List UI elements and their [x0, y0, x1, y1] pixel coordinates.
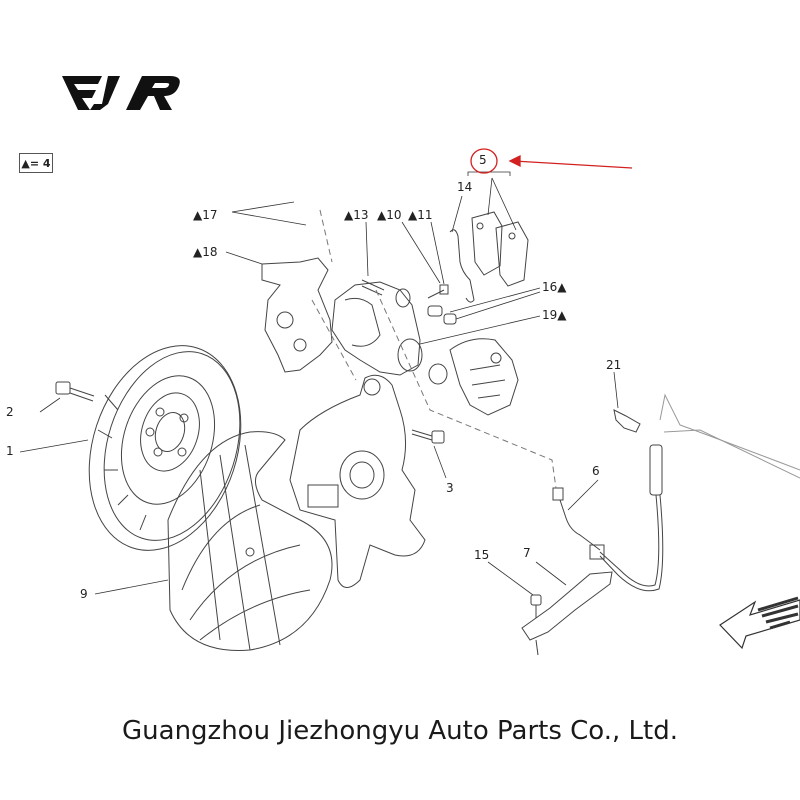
callout-3: 3 — [446, 481, 454, 495]
hose-clip — [613, 409, 641, 433]
callout-17: ▲17 — [193, 208, 218, 222]
callout-9: 9 — [80, 587, 88, 601]
callout-7: 7 — [523, 546, 531, 560]
callout-19: 19▲ — [542, 308, 567, 322]
legend-triangle-quantity: ▲= 4 — [19, 153, 53, 173]
callout-21: 21 — [606, 358, 622, 372]
brake-assembly-diagram — [19, 148, 800, 656]
callout-5: 5 — [479, 153, 487, 167]
bolt-15 — [530, 594, 542, 618]
callout-6: 6 — [592, 464, 600, 478]
caliper-housing — [331, 281, 423, 376]
brake-disc — [88, 345, 242, 551]
front-direction-arrow — [719, 596, 800, 650]
wear-sensor — [449, 229, 475, 303]
callout-2: 2 — [6, 405, 14, 419]
company-logo — [62, 76, 180, 110]
leader-lines — [19, 171, 619, 596]
callout-14: 14 — [457, 180, 473, 194]
parking-brake-motor — [449, 338, 519, 416]
callout-11: ▲11 — [408, 208, 433, 222]
pin-bushings — [427, 305, 457, 325]
steering-knuckle — [289, 374, 426, 588]
bleeder-screw — [427, 284, 449, 299]
hose-bracket — [521, 571, 613, 656]
guide-pin-13 — [361, 279, 385, 296]
highlight-marker — [470, 148, 633, 174]
caliper-bracket — [261, 257, 333, 373]
callout-1: 1 — [6, 444, 14, 458]
brake-pad-set — [471, 211, 529, 287]
callout-13: ▲13 — [344, 208, 369, 222]
dust-shield — [167, 431, 333, 651]
brake-hose — [552, 444, 664, 592]
company-name: Guangzhou Jiezhongyu Auto Parts Co., Ltd… — [122, 716, 678, 746]
bolt-2 — [55, 381, 95, 402]
callout-16: 16▲ — [542, 280, 567, 294]
callout-10: ▲10 — [377, 208, 402, 222]
bolt-3 — [411, 429, 445, 444]
callout-15: 15 — [474, 548, 490, 562]
callout-18: ▲18 — [193, 245, 218, 259]
